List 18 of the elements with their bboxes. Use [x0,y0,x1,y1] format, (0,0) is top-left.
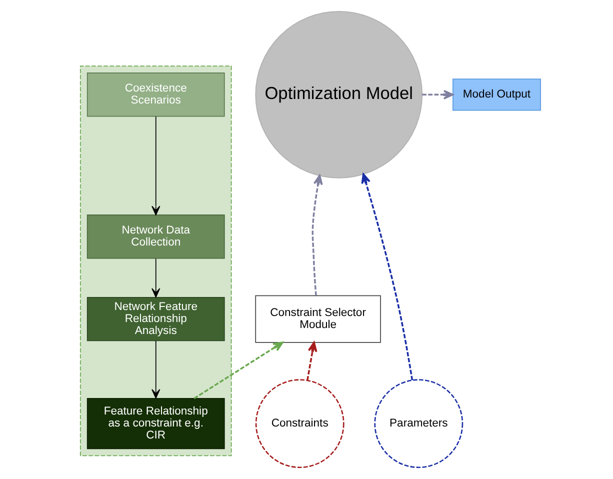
arrow [151,116,160,216]
arrow [422,90,454,100]
arrow [193,342,283,400]
node-box: Model Output [452,78,540,111]
arrow [311,174,322,296]
node-box: Feature Relationship as a constraint e.g. CIR [86,398,224,450]
node-circle: Parameters [374,379,463,468]
cluster [79,66,232,456]
node-box: Network Feature Relationship Analysis [86,296,224,342]
node-circle: Constraints [254,379,344,468]
arrow [151,340,160,399]
node-box: Constraint Selector Module [254,295,380,343]
node-box: Coexistence Scenarios [86,72,224,117]
arrow [360,173,413,380]
arrow [151,258,160,298]
node-box: Network Data Collection [86,214,224,259]
arrow [306,342,317,380]
node-circle: Optimization Model [254,10,422,178]
